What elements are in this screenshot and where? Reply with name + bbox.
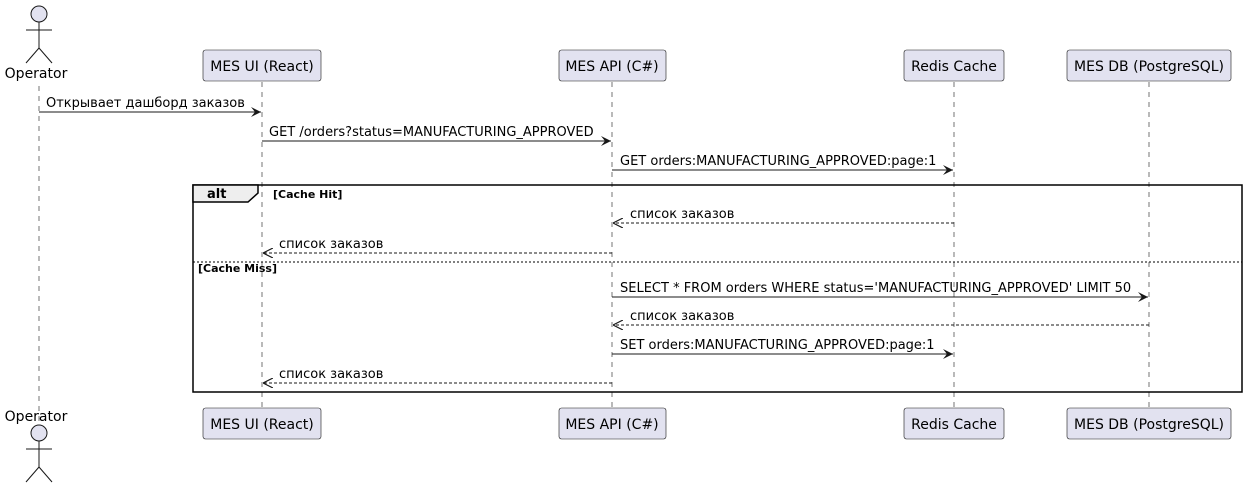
- participant-label: MES DB (PostgreSQL): [1074, 417, 1224, 433]
- actor-icon: [25, 424, 53, 483]
- fragment-frame: [192, 184, 1243, 393]
- participant-label: Redis Cache: [911, 59, 997, 75]
- participant-redis-top: Redis Cache: [903, 49, 1005, 82]
- guard-cache-miss: [Cache Miss]: [198, 262, 277, 275]
- message-label-1: Открывает дашборд заказов: [46, 96, 245, 111]
- participant-api-top: MES API (C#): [558, 49, 667, 82]
- guard-cache-hit: [Cache Hit]: [273, 188, 342, 201]
- message-label-5: список заказов: [279, 237, 383, 252]
- actor-operator-bottom: Operator: [5, 409, 68, 483]
- actor-operator-top: Operator: [5, 5, 68, 82]
- fragment-type-label: alt: [207, 187, 226, 202]
- message-label-8: SET orders:MANUFACTURING_APPROVED:page:1: [620, 338, 935, 353]
- message-label-9: список заказов: [279, 367, 383, 382]
- participant-db-bottom: MES DB (PostgreSQL): [1066, 407, 1232, 440]
- message-label-3: GET orders:MANUFACTURING_APPROVED:page:1: [620, 154, 936, 169]
- participant-label: Redis Cache: [911, 417, 997, 433]
- participant-label: MES UI (React): [210, 59, 314, 75]
- lifelines: [38, 82, 1150, 425]
- message-label-4: список заказов: [630, 207, 734, 222]
- fragment-tab: [192, 184, 259, 203]
- participant-label: MES API (C#): [565, 59, 658, 75]
- participant-ui-top: MES UI (React): [202, 49, 322, 82]
- alt-fragment: alt [Cache Hit] [Cache Miss]: [192, 184, 1243, 393]
- participant-label: Operator: [5, 66, 68, 82]
- messages: Открывает дашборд заказов GET /orders?st…: [39, 96, 1149, 383]
- participant-ui-bottom: MES UI (React): [202, 407, 322, 440]
- message-label-7: список заказов: [630, 309, 734, 324]
- participant-api-bottom: MES API (C#): [558, 407, 667, 440]
- participant-label: MES API (C#): [565, 417, 658, 433]
- message-label-6: SELECT * FROM orders WHERE status='MANUF…: [620, 281, 1131, 296]
- message-label-2: GET /orders?status=MANUFACTURING_APPROVE…: [269, 125, 594, 140]
- actor-icon: [25, 5, 53, 64]
- participant-redis-bottom: Redis Cache: [903, 407, 1005, 440]
- participant-db-top: MES DB (PostgreSQL): [1066, 49, 1232, 82]
- participant-label: Operator: [5, 409, 68, 425]
- participant-label: MES DB (PostgreSQL): [1074, 59, 1224, 75]
- participant-label: MES UI (React): [210, 417, 314, 433]
